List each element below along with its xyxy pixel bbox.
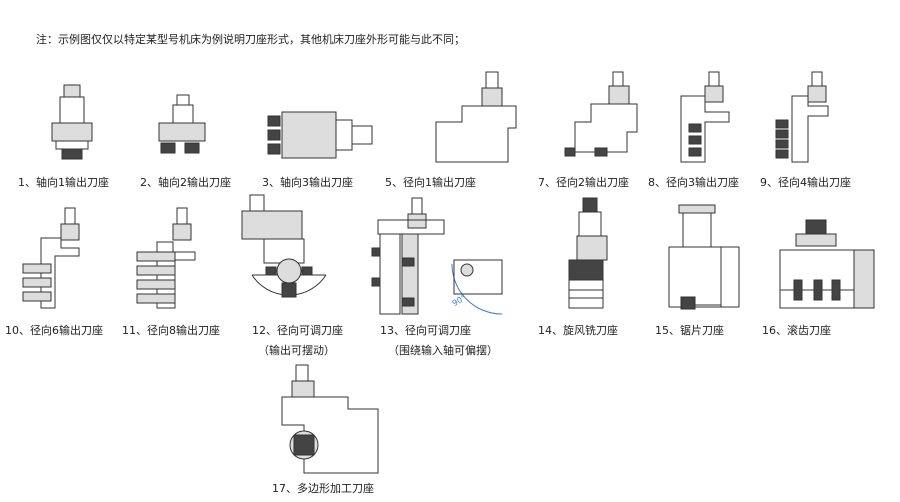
axial-1-output-holder-drawing — [51, 84, 93, 160]
radial-adjustable-tilt-holder-drawing — [371, 197, 503, 315]
figure-label-9: 9、径向4输出刀座 — [760, 176, 851, 189]
hobbing-holder-drawing — [779, 219, 875, 309]
note-text: 注：示例图仅仅以特定某型号机床为例说明刀座形式，其他机床刀座外形可能与此不同； — [36, 33, 465, 46]
radial-3-output-holder-drawing — [680, 71, 730, 163]
figure-label-12: 12、径向可调刀座 — [252, 324, 343, 337]
axial-3-output-holder-drawing — [267, 111, 373, 159]
figure-label-3: 3、轴向3输出刀座 — [262, 176, 353, 189]
axial-2-output-holder-drawing — [158, 94, 206, 154]
figure-label-11: 11、径向8输出刀座 — [122, 324, 220, 337]
figure-label-1: 1、轴向1输出刀座 — [18, 176, 109, 189]
figure-label-7: 7、径向2输出刀座 — [538, 176, 629, 189]
figure-label-15: 15、锯片刀座 — [655, 324, 724, 337]
figure-label-17: 17、多边形加工刀座 — [272, 482, 374, 495]
figure-label-10: 10、径向6输出刀座 — [5, 324, 103, 337]
radial-6-output-holder-drawing — [22, 207, 80, 309]
polygon-machining-holder-drawing — [281, 364, 379, 474]
radial-adjustable-swing-holder-drawing — [241, 194, 327, 298]
radial-1-output-holder-drawing — [435, 71, 517, 163]
radial-8-output-holder-drawing — [136, 207, 196, 309]
figure-label-14: 14、旋风铣刀座 — [538, 324, 618, 337]
radial-2-output-holder-drawing — [564, 71, 638, 157]
whirlwind-milling-holder-drawing — [568, 197, 608, 309]
figure-label-16: 16、滚齿刀座 — [762, 324, 831, 337]
radial-4-output-holder-drawing — [775, 71, 829, 163]
figure-label-8: 8、径向3输出刀座 — [648, 176, 739, 189]
figure-label-13: 13、径向可调刀座 — [380, 324, 471, 337]
figure-label-5: 5、径向1输出刀座 — [385, 176, 476, 189]
figure-label-2: 2、轴向2输出刀座 — [140, 176, 231, 189]
saw-blade-holder-drawing — [668, 204, 740, 310]
figure-sublabel-12: （输出可摆动） — [258, 344, 335, 357]
figure-sublabel-13: （围绕输入轴可偏摆） — [388, 344, 498, 357]
